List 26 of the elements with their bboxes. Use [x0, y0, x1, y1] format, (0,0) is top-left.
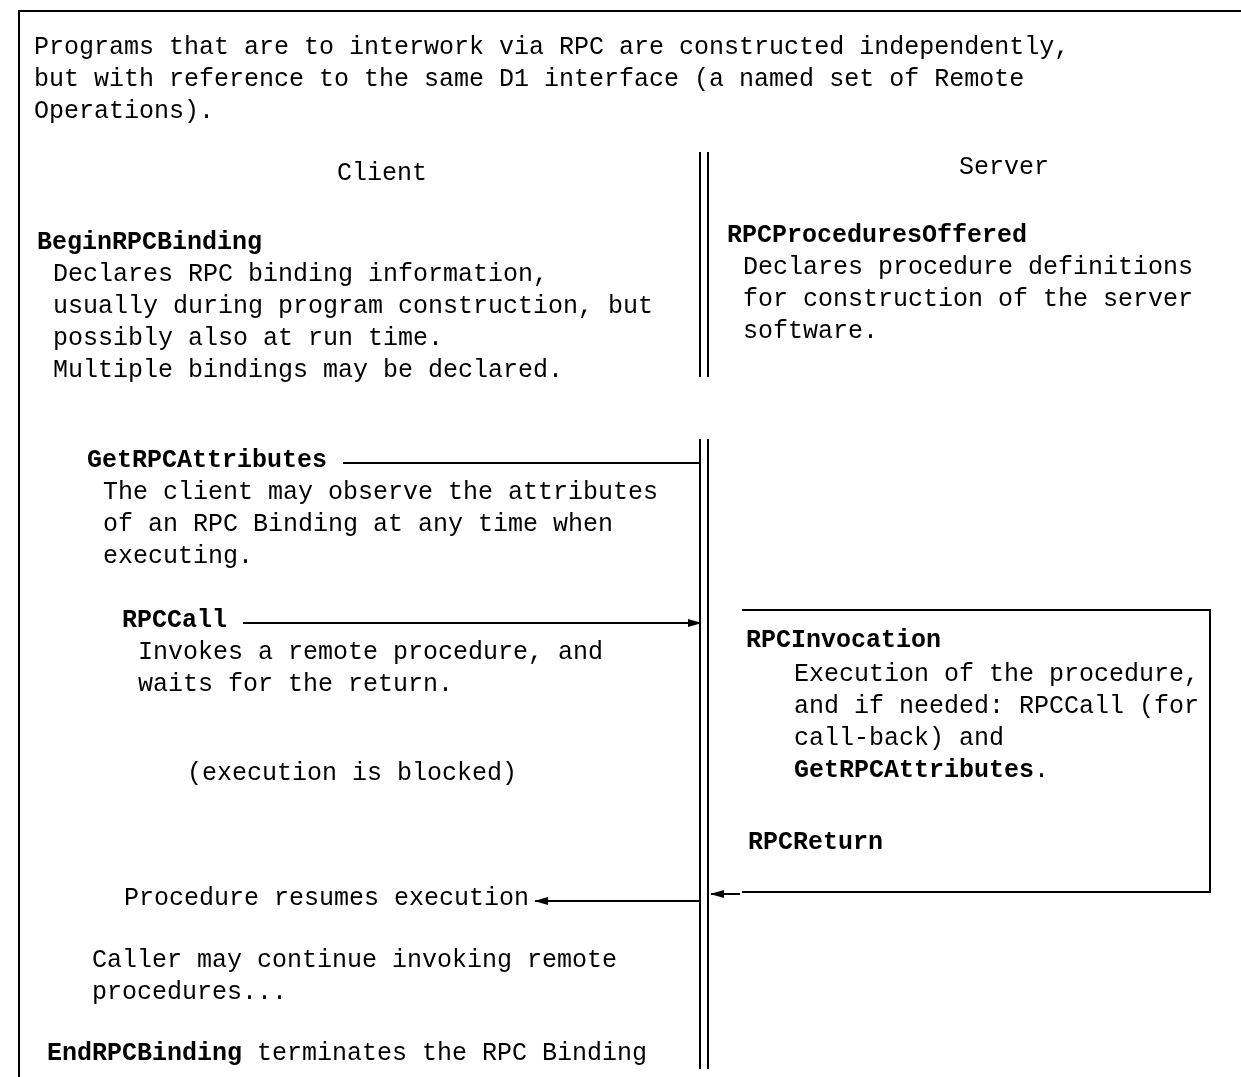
description-text: Execution of the procedure, and if needed: RPCCall (for call-back) and GetRPCAttributes.: [794, 659, 1201, 787]
description-text: Multiple bindings may be declared.: [52, 355, 565, 387]
description-text: Invokes a remote procedure, and waits for the return.: [137, 637, 605, 701]
procedure-name: RPCCall: [122, 605, 228, 637]
arrow: [242, 619, 702, 627]
intro-text: Programs that are to interwork via RPC are constructed independently, but with reference to the same D1 interface (a named set of Remote Operations).: [34, 32, 1071, 128]
note-text: Caller may continue invoking remote procedures...: [92, 945, 619, 1009]
column-heading: Client: [337, 158, 427, 190]
description-text: The client may observe the attributes of an RPC Binding at any time when executing.: [102, 477, 660, 573]
column-heading: Server: [959, 152, 1049, 184]
note-text: (execution is blocked): [187, 758, 518, 790]
procedure-name: GetRPCAttributes: [87, 445, 328, 477]
frame-border: [18, 10, 1241, 1077]
procedure-name: RPCProceduresOffered: [727, 220, 1028, 252]
procedure-name: RPCReturn: [748, 827, 884, 859]
description-text: Declares procedure definitions for construction of the server software.: [742, 252, 1195, 348]
arrow: [710, 890, 741, 898]
description-text: Declares RPC binding information, usually during program construction, but possibly also at run time.: [52, 259, 655, 355]
procedure-name: RPCInvocation: [746, 625, 942, 657]
connector-line: [342, 462, 702, 464]
divider-bar: [699, 439, 709, 1069]
status-text: Procedure resumes execution: [124, 883, 530, 915]
process-box: [742, 609, 1211, 893]
procedure-name: BeginRPCBinding: [37, 227, 263, 259]
note-text: EndRPCBinding terminates the RPC Binding: [47, 1038, 649, 1070]
arrow: [534, 897, 702, 905]
